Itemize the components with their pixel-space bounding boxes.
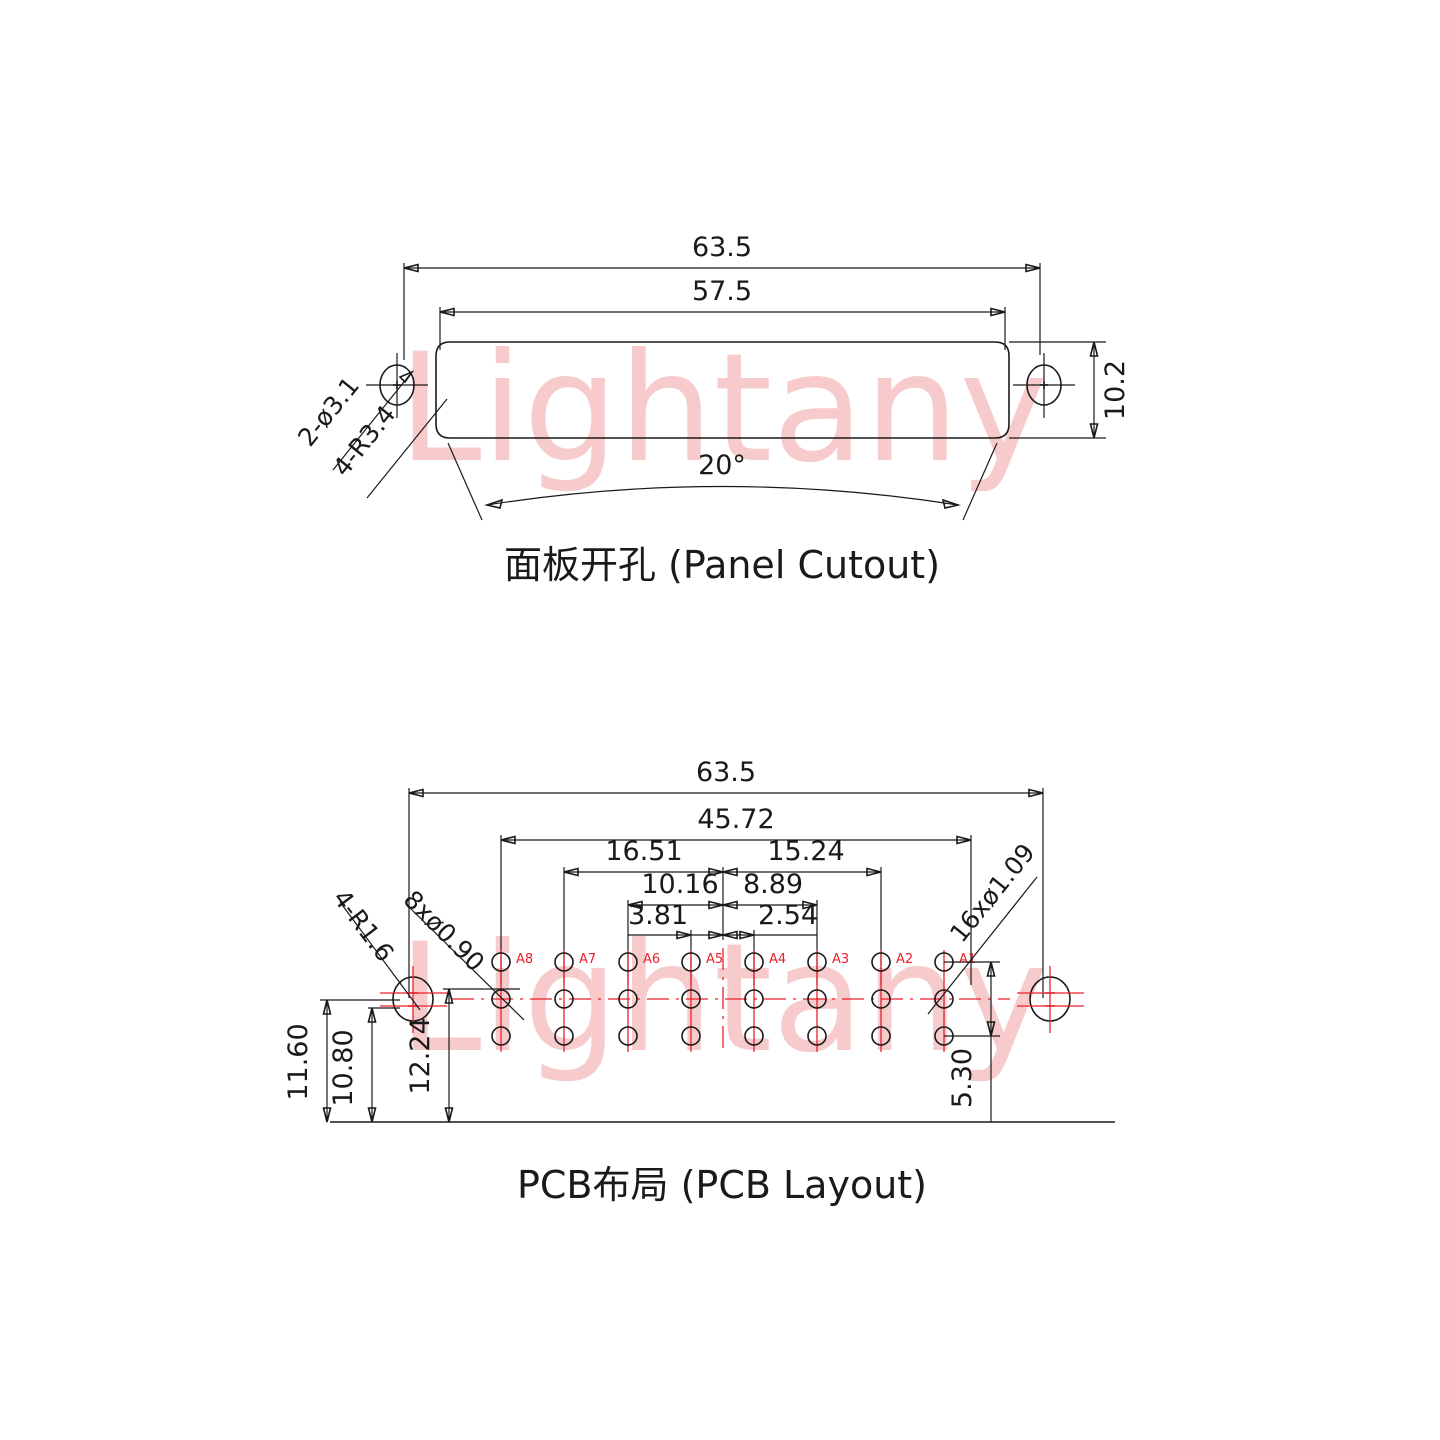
leader-label-pcb-corner-radius: 4-R1.6 (327, 884, 400, 967)
watermark-text-top: Lightany (398, 322, 1048, 496)
dim-mount-to-bottom: 11.60 (283, 999, 400, 1123)
dim-inner-left-span: 10.16 (627, 869, 724, 985)
dim-pad-top-to-bottom-row: 5.30 (944, 961, 1000, 1122)
pin-label-a7: A7 (579, 952, 596, 967)
dim-center-left-span: 3.81 (628, 900, 724, 985)
dim-panel-overall-width: 63.5 (403, 232, 1041, 360)
pad-column-a6: A6 (618, 950, 660, 1052)
pad-column-a5: A5 (681, 950, 723, 1052)
dim-label-left-group-span: 16.51 (605, 836, 682, 867)
watermark-group: Lightany Lightany (398, 322, 1048, 1086)
dim-pcb-overall-width: 63.5 (408, 757, 1044, 998)
pad-column-a8: A8 (491, 950, 533, 1052)
dim-label-pcb-hole-span: 45.72 (697, 804, 774, 835)
pad-column-a2: A2 (871, 950, 913, 1052)
panel-cutout-title: 面板开孔 (Panel Cutout) (504, 543, 940, 587)
dim-panel-cutout-width: 57.5 (439, 276, 1006, 350)
dim-label-center-right-span: 2.54 (758, 900, 818, 931)
dim-label-pcb-overall-width: 63.5 (696, 757, 756, 788)
pin-label-a6: A6 (643, 952, 660, 967)
dim-right-group-span: 15.24 (722, 836, 882, 985)
dim-label-panel-overall-width: 63.5 (692, 232, 752, 263)
panel-cutout-outline (435, 341, 1010, 439)
dim-label-panel-cutout-height: 10.2 (1100, 360, 1131, 420)
pin-label-a4: A4 (769, 952, 786, 967)
pcb-mounting-hole-right (1017, 966, 1084, 1033)
dim-label-pad-row-to-bottom: 12.24 (405, 1017, 436, 1094)
dim-label-mount-to-bottom: 11.60 (283, 1023, 314, 1100)
dim-label-inner-left-span: 10.16 (641, 869, 718, 900)
dim-left-group-span: 16.51 (563, 836, 724, 985)
dim-label-mount-center-to-bottom: 10.80 (328, 1029, 359, 1106)
panel-mounting-hole-right (1013, 353, 1075, 418)
dim-label-pad-top-to-bottom-row: 5.30 (947, 1048, 978, 1108)
dim-pad-row-to-bottom: 12.24 (405, 988, 520, 1123)
pad-matrix: A8 A7 A6 (491, 950, 976, 1052)
panel-mounting-hole-left (366, 353, 428, 418)
pin-label-a5: A5 (706, 952, 723, 967)
dim-inner-right-span: 8.89 (722, 869, 818, 985)
pcb-mounting-hole-left (380, 966, 447, 1033)
dim-center-right-span: 2.54 (722, 900, 818, 985)
pad-column-a3: A3 (807, 950, 849, 1052)
pad-column-a4: A4 (744, 950, 786, 1052)
pin-label-a1: A1 (959, 952, 976, 967)
dim-label-panel-cutout-width: 57.5 (692, 276, 752, 307)
dim-label-right-group-span: 15.24 (767, 836, 844, 867)
dim-label-chamfer-angle: 20° (698, 450, 746, 481)
dim-panel-cutout-height: 10.2 (1009, 341, 1131, 439)
dim-label-center-left-span: 3.81 (628, 900, 688, 931)
dim-label-inner-right-span: 8.89 (743, 869, 803, 900)
dim-mount-center-to-bottom: 10.80 (328, 1007, 400, 1123)
pin-label-a2: A2 (896, 952, 913, 967)
pin-label-a3: A3 (832, 952, 849, 967)
dim-chamfer-angle: 20° (447, 442, 998, 521)
pad-column-a7: A7 (554, 950, 596, 1052)
pin-label-a8: A8 (516, 952, 533, 967)
pcb-layout-title: PCB布局 (PCB Layout) (517, 1163, 927, 1207)
